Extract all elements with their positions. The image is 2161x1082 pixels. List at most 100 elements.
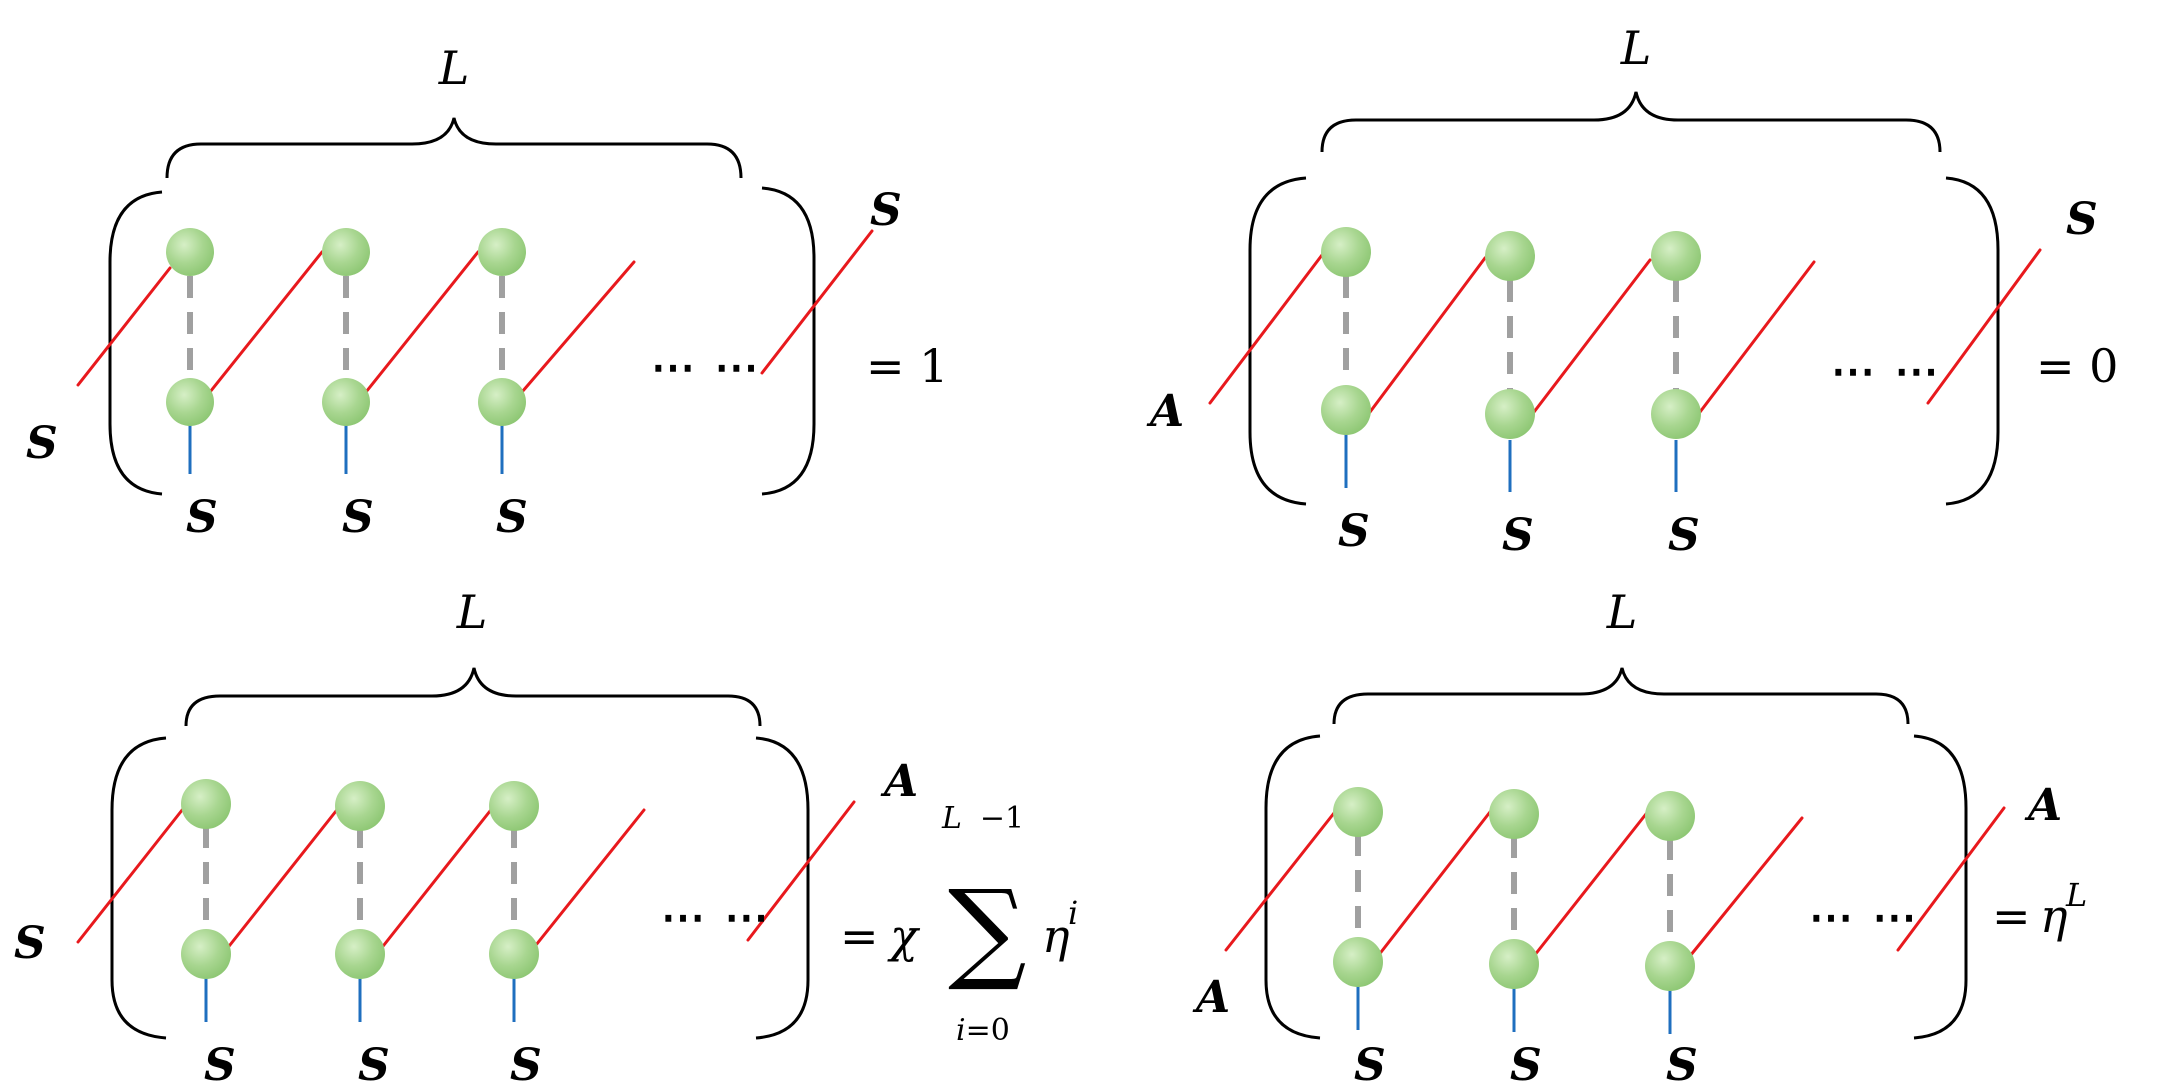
bond-in: [76, 266, 172, 387]
eta-symbol: η: [2040, 889, 2068, 943]
physical-label-3: S: [1666, 1040, 1698, 1082]
eta-exponent: i: [1068, 894, 1078, 932]
physical-label-3: S: [510, 1040, 542, 1082]
physical-label-2: S: [1502, 510, 1534, 561]
bond-3: [1698, 260, 1816, 414]
left-boundary-label: S: [14, 918, 46, 969]
left-bracket: [1248, 176, 1307, 506]
left-boundary-label: A: [1146, 386, 1184, 437]
node-bottom-2: [335, 929, 385, 979]
brace-label: L: [1606, 585, 1638, 639]
tensor-nodes: [1333, 787, 1695, 991]
bond-2: [1532, 258, 1652, 414]
dashed-links: [187, 276, 505, 370]
panel-top-left: L S S S: [26, 41, 948, 543]
physical-legs: [204, 976, 516, 1022]
left-bracket: [108, 190, 163, 496]
node-bottom-3: [1651, 389, 1701, 439]
physical-label-3: S: [1668, 510, 1700, 561]
bond-2: [378, 804, 496, 952]
ellipsis: ⋯ ⋯: [651, 342, 760, 393]
bond-in: [76, 798, 192, 944]
equation-result: = 1: [866, 339, 948, 393]
red-bonds: [76, 229, 874, 394]
right-bracket: [761, 186, 816, 496]
equation-result: = 0: [2036, 339, 2118, 393]
panel-bottom-left: L S A S: [14, 585, 1078, 1082]
brace-label: L: [1620, 21, 1652, 75]
physical-label-1: S: [186, 492, 218, 543]
equals-sign: =: [840, 909, 879, 963]
physical-legs: [1356, 984, 1672, 1034]
physical-label-2: S: [358, 1040, 390, 1082]
left-boundary-label: S: [26, 418, 58, 469]
panel-bottom-right: L A A S: [1192, 585, 2087, 1082]
tensor-nodes: [181, 779, 539, 979]
node-top-2: [1489, 789, 1539, 839]
bond-out: [1896, 806, 2006, 952]
panel-top-right: L A S S: [1146, 21, 2118, 561]
left-bracket: [110, 736, 167, 1040]
bond-in: [1208, 253, 1324, 405]
red-bonds: [1208, 248, 2042, 414]
node-top-3: [1645, 791, 1695, 841]
node-bottom-2: [1485, 389, 1535, 439]
right-boundary-label: S: [870, 185, 902, 236]
bond-1: [224, 804, 342, 952]
left-bracket: [1264, 734, 1321, 1040]
lower-limit-var: i: [956, 1013, 966, 1048]
bond-out: [746, 800, 856, 942]
node-top-2: [1485, 231, 1535, 281]
bond-2: [364, 250, 480, 394]
bond-3: [520, 260, 636, 394]
physical-label-1: S: [1338, 506, 1370, 557]
brace-label: L: [456, 585, 488, 639]
ellipsis: ⋯ ⋯: [1831, 346, 1940, 397]
bond-1: [208, 250, 324, 394]
bond-in: [1224, 806, 1340, 952]
right-bracket: [1913, 734, 1968, 1040]
node-bottom-2: [322, 378, 370, 426]
node-top-2: [335, 781, 385, 831]
right-boundary-label: S: [2066, 194, 2098, 245]
node-bottom-1: [181, 929, 231, 979]
node-bottom-3: [1645, 941, 1695, 991]
physical-legs: [188, 422, 504, 474]
bond-3: [1688, 816, 1804, 958]
eta-exponent: L: [2065, 876, 2087, 914]
ellipsis: ⋯ ⋯: [661, 892, 770, 943]
tensor-nodes: [1321, 227, 1701, 439]
lower-limit: i=0: [956, 1013, 1010, 1048]
physical-label-2: S: [342, 492, 374, 543]
sum-equation: = χ L−1 ∑ i=0 η i: [840, 801, 1078, 1048]
node-top-3: [489, 781, 539, 831]
red-bonds: [76, 798, 856, 952]
right-boundary-label: A: [880, 756, 918, 807]
bond-3: [530, 808, 646, 952]
physical-label-2: S: [1510, 1040, 1542, 1082]
bond-2: [1532, 812, 1648, 958]
physical-label-3: S: [496, 492, 528, 543]
right-bracket: [1945, 176, 2000, 506]
dashed-links: [1343, 276, 1679, 390]
dashed-links: [1355, 834, 1673, 936]
physical-label-1: S: [1354, 1040, 1386, 1082]
sum-symbol: ∑: [948, 866, 1027, 994]
node-top-2: [322, 228, 370, 276]
curly-brace: [1332, 667, 1910, 725]
node-top-1: [181, 779, 231, 829]
dashed-links: [203, 826, 517, 924]
upper-limit-var: L: [941, 801, 962, 836]
curly-brace: [1320, 91, 1942, 153]
node-bottom-2: [1489, 939, 1539, 989]
red-bonds: [1224, 806, 2006, 958]
node-bottom-1: [1333, 937, 1383, 987]
node-bottom-3: [489, 929, 539, 979]
bond-1: [1376, 810, 1492, 958]
right-boundary-label: A: [2024, 780, 2062, 831]
lower-limit-rest: =0: [966, 1013, 1010, 1048]
node-bottom-1: [1321, 385, 1371, 435]
chi-symbol: χ: [887, 909, 921, 963]
node-top-1: [1321, 227, 1371, 277]
